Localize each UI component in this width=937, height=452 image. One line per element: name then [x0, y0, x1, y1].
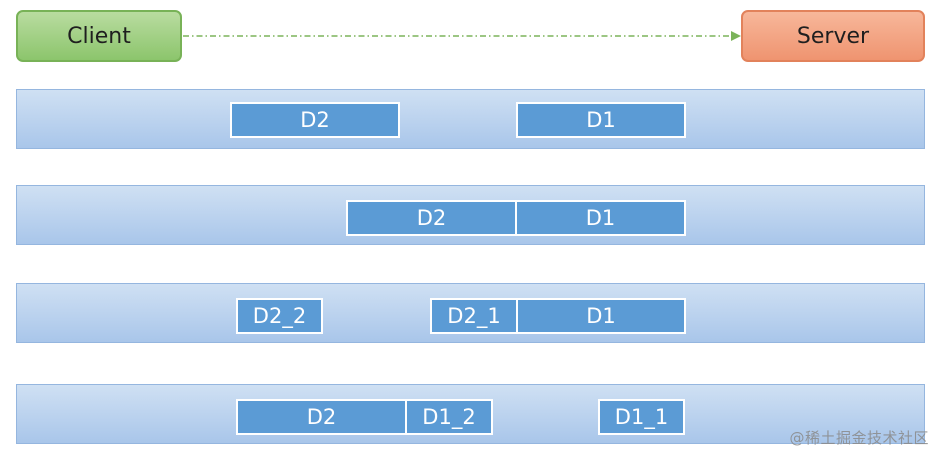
client-server-link	[183, 31, 741, 41]
packet-label: D2	[416, 206, 447, 230]
client-node: Client	[16, 10, 182, 62]
packet-d1-1: D1_1	[598, 399, 685, 435]
packet-d2-2: D2_2	[236, 298, 323, 334]
tcp-stream-row-1: D2 D1	[16, 89, 925, 149]
packet-d2: D2	[230, 102, 400, 138]
packet-d1: D1	[515, 200, 686, 236]
tcp-stream-row-2: D2 D1	[16, 185, 925, 245]
packet-label: D1	[585, 206, 616, 230]
packet-d2-1: D2_1	[430, 298, 518, 334]
tcp-stream-row-4: D2 D1_2 D1_1	[16, 384, 925, 444]
packet-d1-2: D1_2	[405, 399, 493, 435]
packet-label: D1	[586, 304, 616, 328]
packet-label: D1	[586, 108, 616, 132]
packet-label: D2	[306, 405, 337, 429]
link-arrowhead-icon	[731, 31, 741, 41]
packet-label: D2	[300, 108, 330, 132]
watermark: @稀土掘金技术社区	[789, 429, 929, 447]
packet-label: D2_2	[252, 304, 307, 328]
packet-d1: D1	[516, 102, 686, 138]
client-label: Client	[67, 23, 131, 49]
tcp-stream-row-3: D2_2 D2_1 D1	[16, 283, 925, 343]
packet-d2: D2	[346, 200, 517, 236]
packet-label: D1_1	[614, 405, 669, 429]
packet-d1: D1	[516, 298, 686, 334]
packet-d2: D2	[236, 399, 407, 435]
packet-label: D1_2	[422, 405, 476, 429]
server-node: Server	[741, 10, 925, 62]
packet-label: D2_1	[447, 304, 501, 328]
server-label: Server	[796, 23, 870, 49]
